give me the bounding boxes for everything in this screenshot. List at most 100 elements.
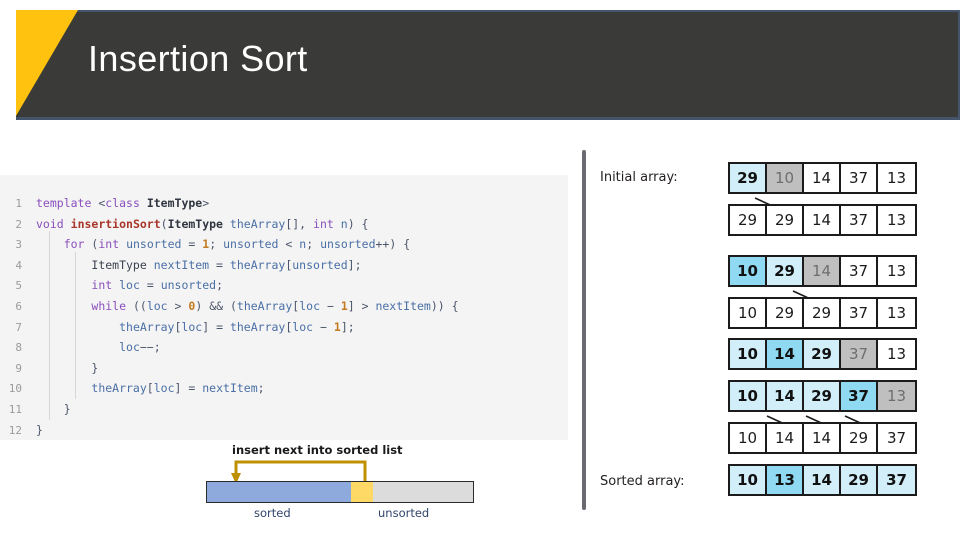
array-cell: 37 [841,206,878,234]
array-cell: 37 [841,299,878,327]
array-cell: 29 [767,257,804,285]
array-cell: 14 [767,340,804,368]
array-cell: 10 [730,257,767,285]
initial-array-label: Initial array: [600,170,678,185]
array-cell: 37 [878,424,915,452]
code-line: 5 int loc = unsorted; [0,272,568,296]
sorted-array-label: Sorted array: [600,474,685,489]
array-cell: 13 [878,299,915,327]
array-cell: 13 [878,164,915,192]
array-cell: 13 [878,257,915,285]
array-cell: 13 [878,340,915,368]
code-line-text: int loc = unsorted; [36,272,568,296]
bar-label-unsorted: unsorted [378,506,430,520]
sorted-unsorted-diagram: insert next into sorted list sorted unso… [206,440,481,532]
line-number: 2 [15,217,22,231]
array-cell: 29 [804,382,841,410]
line-number: 4 [15,258,22,272]
array-cell: 29 [841,424,878,452]
array-cell: 29 [767,299,804,327]
insert-caption: insert next into sorted list [232,443,403,457]
array-cell: 37 [841,340,878,368]
code-line: 8 loc−−; [0,334,568,358]
bar-segment-next-item [351,482,373,502]
array-cell: 10 [730,299,767,327]
code-line-text: loc−−; [36,334,568,358]
array-cell: 29 [804,340,841,368]
array-cell: 14 [804,164,841,192]
code-line-text: void insertionSort(ItemType theArray[], … [36,216,369,231]
code-line: 10 theArray[loc] = nextItem; [0,375,568,399]
bar-segment-unsorted [373,482,473,502]
code-line-text: while ((loc > 0) && (theArray[loc − 1] >… [36,293,568,317]
array-cell: 14 [804,257,841,285]
array-cell: 13 [767,466,804,494]
array-cell: 14 [767,382,804,410]
line-number: 12 [8,423,22,437]
code-line: 11 } [0,395,568,420]
array-cell: 14 [767,424,804,452]
line-number: 9 [15,361,22,375]
array-cell: 10 [730,466,767,494]
code-line-text: theArray[loc] = nextItem; [36,375,568,399]
code-listing: 1 template <class ItemType> 2 void inser… [0,175,568,440]
insert-bracket-arrow-icon [231,460,367,484]
array-cell: 14 [804,466,841,494]
array-cell: 10 [730,340,767,368]
code-line: 2 void insertionSort(ItemType theArray[]… [0,214,568,235]
array-cell: 37 [841,382,878,410]
code-line-text: theArray[loc] = theArray[loc − 1]; [36,313,568,338]
code-line-text: } [36,422,43,437]
title-banner [0,10,960,120]
page-title: Insertion Sort [88,38,308,79]
line-number: 5 [15,279,22,293]
code-line: 1 template <class ItemType> [0,193,568,214]
code-line-text: } [36,395,568,420]
code-line: 6 while ((loc > 0) && (theArray[loc − 1]… [0,293,568,317]
line-number: 10 [8,382,22,396]
code-line-text: ItemType nextItem = theArray[unsorted]; [36,251,568,276]
line-number: 3 [15,238,22,252]
array-cell: 29 [804,299,841,327]
bar-segment-sorted [207,482,351,502]
line-number: 8 [15,341,22,355]
vertical-divider [582,150,586,510]
array-cell: 14 [804,424,841,452]
array-cell: 29 [767,206,804,234]
code-line: 3 for (int unsorted = 1; unsorted < n; u… [0,231,568,255]
code-line: 9 } [0,354,568,379]
line-number: 11 [8,402,22,416]
array-cell: 13 [878,206,915,234]
array-cell: 13 [878,382,915,410]
array-cell: 14 [804,206,841,234]
array-cell: 37 [841,164,878,192]
array-cell: 10 [767,164,804,192]
line-number: 7 [15,320,22,334]
code-line-text: } [36,354,568,379]
array-cell: 37 [878,466,915,494]
code-line: 12 } [0,420,568,441]
code-line: 7 theArray[loc] = theArray[loc − 1]; [0,313,568,338]
code-line: 4 ItemType nextItem = theArray[unsorted]… [0,251,568,276]
line-number: 1 [15,197,22,210]
array-cell: 29 [730,206,767,234]
bar-label-sorted: sorted [254,506,291,520]
array-partition-bar [206,481,474,503]
array-cell: 37 [841,257,878,285]
array-cell: 10 [730,382,767,410]
array-cell: 29 [730,164,767,192]
array-cell: 10 [730,424,767,452]
code-line-text: for (int unsorted = 1; unsorted < n; uns… [36,231,568,255]
line-number: 6 [15,299,22,313]
code-line-text: template <class ItemType> [36,196,210,210]
